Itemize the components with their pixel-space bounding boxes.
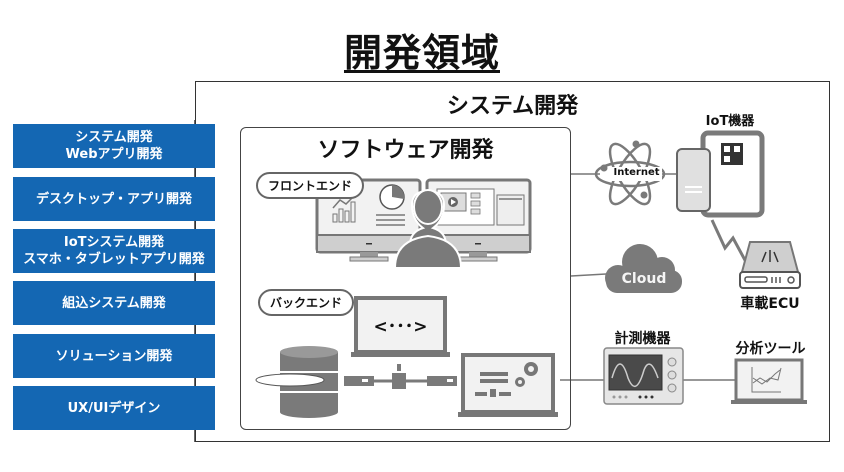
atom-electron: [640, 191, 648, 199]
category-iot[interactable]: IoTシステム開発 スマホ・タブレットアプリ開発: [13, 229, 215, 273]
server-laptop-icon: [458, 353, 558, 417]
category-embedded[interactable]: 組込システム開発: [13, 281, 215, 325]
line-to-cloud: [570, 273, 607, 277]
category-label: IoTシステム開発: [63, 235, 165, 250]
iot-label: IoT機器: [705, 114, 755, 129]
code-laptop-icon: [351, 296, 450, 357]
category-web[interactable]: システム開発 Webアプリ開発: [13, 124, 215, 168]
atom-electron: [632, 140, 640, 148]
database-icon: [255, 346, 338, 418]
atom-electron: [600, 164, 608, 172]
person-icon: [393, 189, 463, 269]
category-label: ソリューション開発: [55, 348, 173, 364]
system-title: システム開発: [446, 94, 579, 119]
network-connector-icon: [344, 364, 457, 389]
measure-label: 計測機器: [614, 331, 671, 347]
frontend-label: フロントエンド: [256, 172, 365, 199]
category-label: 組込システム開発: [62, 295, 166, 311]
category-label: UX/UIデザイン: [67, 400, 161, 416]
category-label: システム開発: [75, 130, 153, 145]
category-desktop[interactable]: デスクトップ・アプリ開発: [13, 177, 215, 221]
software-box: [240, 127, 571, 430]
smartphone-icon: [676, 148, 711, 212]
category-label: スマホ・タブレットアプリ開発: [23, 252, 205, 267]
internet-label: Internet: [613, 167, 660, 178]
ecu-icon: [739, 241, 801, 289]
category-label: Webアプリ開発: [65, 147, 163, 162]
category-solution[interactable]: ソリューション開発: [13, 334, 215, 378]
oscilloscope-icon: [603, 347, 684, 405]
software-title: ソフトウェア開発: [317, 138, 494, 163]
tablet-icon: [700, 130, 765, 218]
backend-label: バックエンド: [258, 289, 355, 316]
analysis-laptop-icon: [731, 358, 807, 404]
code-glyph: <･･･>: [373, 317, 428, 337]
category-uxui[interactable]: UX/UIデザイン: [13, 386, 215, 430]
cloud-icon: [605, 244, 682, 293]
analysis-label: 分析ツール: [735, 341, 806, 357]
cloud-label: Cloud: [621, 271, 667, 287]
ecu-label: 車載ECU: [740, 296, 800, 312]
internet-label-bg: [611, 167, 662, 181]
page-title-text: 開発領域: [343, 31, 500, 75]
category-label: デスクトップ・アプリ開発: [35, 191, 192, 207]
page-title: 開発領域: [0, 22, 844, 77]
wireless-signal-icon: [710, 219, 748, 263]
